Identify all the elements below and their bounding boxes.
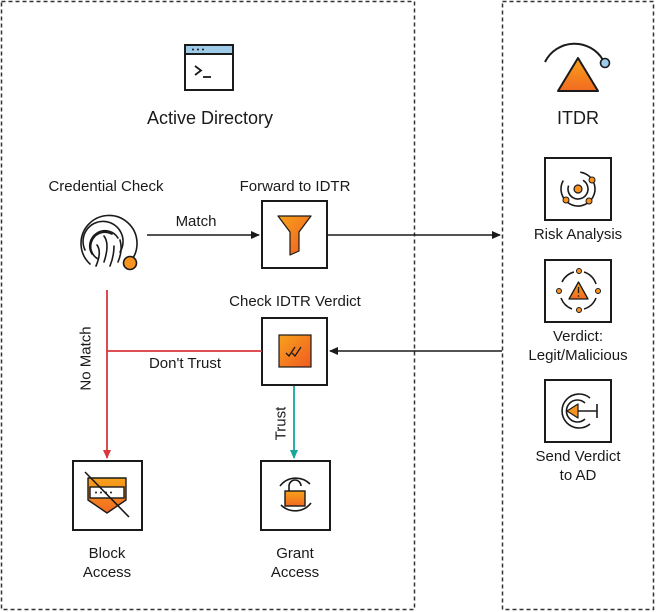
grant-access-line-1: Grant (276, 545, 314, 562)
block-access-line-1: Block (88, 545, 126, 562)
verdict-line-2: Legit/Malicious (528, 347, 628, 364)
no-match-edge-label: No Match (77, 326, 95, 391)
send-arrow-icon (544, 379, 612, 443)
grant-access-line-2: Access (270, 564, 320, 581)
block-access-label: Block Access (60, 544, 154, 582)
itdr-logo-icon (544, 42, 611, 92)
check-verdict-label: Check IDTR Verdict (229, 293, 361, 310)
trust-edge-label: Trust (272, 406, 290, 441)
terminal-window-icon (184, 44, 234, 91)
itdr-title: ITDR (557, 108, 599, 128)
send-verdict-line-2: to AD (559, 467, 597, 484)
itdr-panel (501, 0, 655, 611)
grant-access-label: Grant Access (248, 544, 342, 582)
forward-to-idtr-label: Forward to IDTR (239, 178, 351, 195)
verdict-check-icon (261, 317, 328, 386)
verdict-line-1: Verdict: (552, 328, 604, 345)
dont-trust-edge-label: Don't Trust (148, 355, 222, 372)
filter-funnel-icon (261, 200, 328, 269)
active-directory-panel (0, 0, 416, 611)
blocked-shield-icon (72, 460, 143, 531)
send-verdict-line-1: Send Verdict (535, 448, 621, 465)
active-directory-title: Active Directory (146, 108, 274, 128)
warning-cycle-icon (544, 259, 612, 323)
match-edge-label: Match (175, 213, 217, 230)
risk-analysis-label: Risk Analysis (533, 226, 623, 243)
block-access-line-2: Access (82, 564, 132, 581)
credential-check-label: Credential Check (48, 178, 164, 195)
fingerprint-icon (80, 214, 138, 271)
send-verdict-label: Send Verdict to AD (512, 447, 644, 485)
unlock-icon (260, 460, 331, 531)
verdict-label: Verdict: Legit/Malicious (512, 327, 644, 365)
radar-icon (544, 157, 612, 221)
